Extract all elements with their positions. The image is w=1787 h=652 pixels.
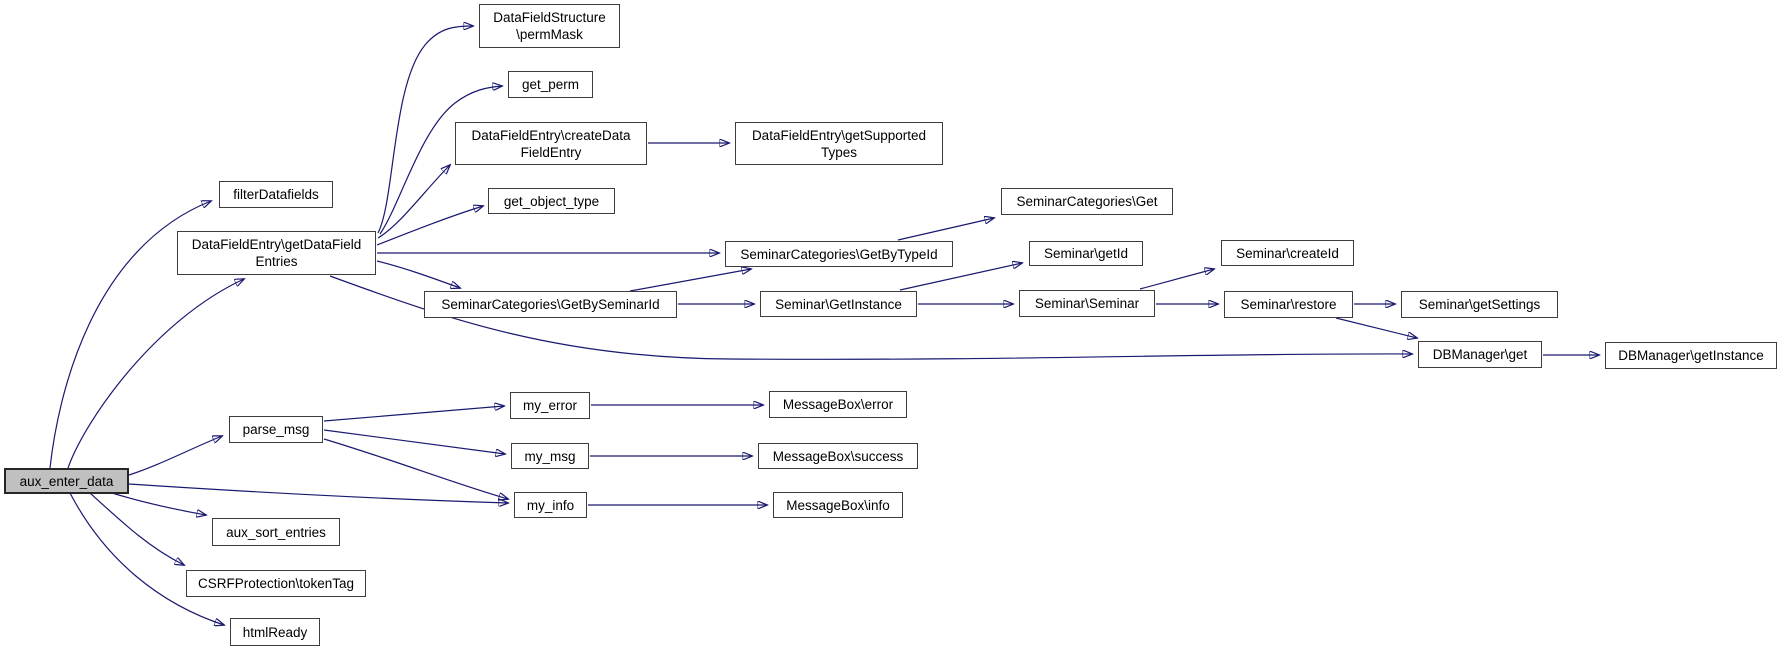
node-get-object-type[interactable]: get_object_type [488,188,615,214]
edge-getBySeminarId-getByTypeId [629,269,751,292]
node-aux-enter-data: aux_enter_data [4,468,129,494]
node-parse-msg[interactable]: parse_msg [229,416,323,443]
edge-getDataFieldEntries-get_object_type [376,206,483,246]
edge-getDataFieldEntries-permMask [377,26,473,234]
edge-getDataFieldEntries-get_perm [379,86,502,235]
node-dbmanager-get[interactable]: DBManager\get [1418,341,1542,368]
node-seminar-getid[interactable]: Seminar\getId [1029,241,1143,266]
node-datafieldentry-createdatafieldentry[interactable]: DataFieldEntry\createData FieldEntry [455,122,647,165]
edge-aux_enter_data-parse_msg [128,436,222,476]
node-datafieldentry-getsupportedtypes[interactable]: DataFieldEntry\getSupported Types [735,122,943,165]
edge-aux_enter_data-filterDatafields [49,201,211,469]
edge-seminarSeminar-seminarCreateId [1139,269,1214,290]
node-seminar-getsettings[interactable]: Seminar\getSettings [1401,291,1558,318]
node-filter-datafields[interactable]: filterDatafields [219,181,333,208]
node-seminar-getinstance[interactable]: Seminar\GetInstance [760,291,917,317]
node-messagebox-error[interactable]: MessageBox\error [769,391,907,418]
edge-seminarGetInstance-seminarGetId [899,263,1022,291]
node-messagebox-info[interactable]: MessageBox\info [773,492,903,518]
node-seminar-createid[interactable]: Seminar\createId [1221,240,1354,266]
node-my-info[interactable]: my_info [514,492,587,518]
node-my-msg[interactable]: my_msg [511,443,589,469]
edge-getByTypeId-seminarCategoriesGet [897,218,994,241]
node-seminarcategories-getbytypeid[interactable]: SeminarCategories\GetByTypeId [725,241,953,267]
node-aux-sort-entries[interactable]: aux_sort_entries [212,518,340,546]
edge-aux_enter_data-htmlReady [69,492,224,625]
edge-aux_enter_data-getDataFieldEntries [67,279,244,469]
node-seminarcategories-getbyseminarid[interactable]: SeminarCategories\GetBySeminarId [424,291,677,318]
node-csrfprotection-tokentag[interactable]: CSRFProtection\tokenTag [186,570,366,597]
node-seminarcategories-get[interactable]: SeminarCategories\Get [1001,188,1173,215]
node-dbmanager-getinstance[interactable]: DBManager\getInstance [1605,342,1777,369]
node-htmlready[interactable]: htmlReady [230,618,320,646]
node-get-perm[interactable]: get_perm [508,71,593,98]
node-seminar-seminar[interactable]: Seminar\Seminar [1019,290,1155,317]
edge-parse_msg-my_msg [323,429,505,454]
node-my-error[interactable]: my_error [510,392,590,419]
edge-getDataFieldEntries-dbManagerGet [329,275,1412,360]
edge-aux_enter_data-aux_sort_entries [111,492,206,515]
node-messagebox-success[interactable]: MessageBox\success [758,443,918,469]
node-seminar-restore[interactable]: Seminar\restore [1224,291,1353,318]
edge-parse_msg-my_info [323,438,508,499]
edge-aux_enter_data-my_info [128,483,508,503]
edge-getDataFieldEntries-createDataFieldEntry [377,165,450,239]
node-datafieldstructure-permmask[interactable]: DataFieldStructure \permMask [479,4,620,48]
edge-aux_enter_data-csrfTokenTag [89,492,184,565]
node-datafieldentry-getdatafieldentries[interactable]: DataFieldEntry\getDataField Entries [177,231,376,275]
edge-parse_msg-my_error [323,406,504,422]
edge-seminarRestore-dbManagerGet [1335,317,1417,338]
edge-getDataFieldEntries-getBySeminarId [376,260,460,288]
